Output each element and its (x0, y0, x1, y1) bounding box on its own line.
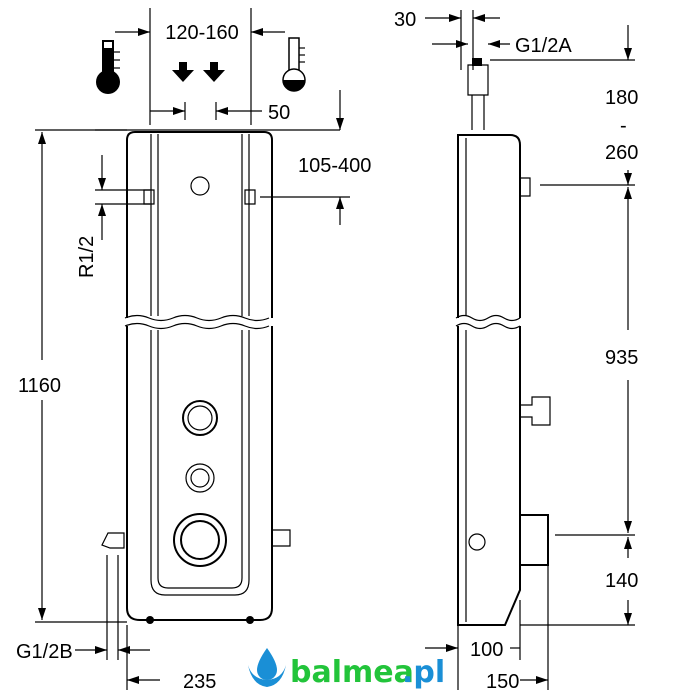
dim-inlet-spacing: 120-160 (165, 22, 238, 44)
dim-total-height: 1160 (18, 375, 61, 397)
dim-top-thread: G1/2A (515, 35, 572, 57)
balmea-logo: balmea .pl (248, 648, 445, 690)
logo-text: balmea (290, 655, 414, 690)
dim-mid-height: 935 (605, 347, 638, 369)
dim-top-height-max: 260 (605, 142, 638, 164)
dim-inlet-offset: 50 (268, 102, 290, 124)
dim-top-height-sep: - (620, 115, 627, 137)
front-view (95, 129, 340, 624)
logo-tld: .pl (402, 655, 445, 690)
dim-depth-b: 150 (486, 671, 519, 693)
dim-top-height-min: 180 (605, 87, 638, 109)
dim-width: 235 (183, 671, 216, 693)
thermometer-cold-icon (282, 37, 306, 92)
dim-top-range: 105-400 (298, 155, 371, 177)
dim-thread-left: R1/2 (76, 236, 98, 278)
down-arrow-icon (172, 62, 225, 82)
dim-outlet-thread: G1/2B (16, 641, 73, 663)
dim-top-pipe-offset: 30 (394, 9, 416, 31)
thermometer-hot-icon (96, 40, 120, 94)
dim-bottom-height: 140 (605, 570, 638, 592)
side-view (455, 58, 551, 626)
dim-depth-a: 100 (470, 639, 503, 661)
